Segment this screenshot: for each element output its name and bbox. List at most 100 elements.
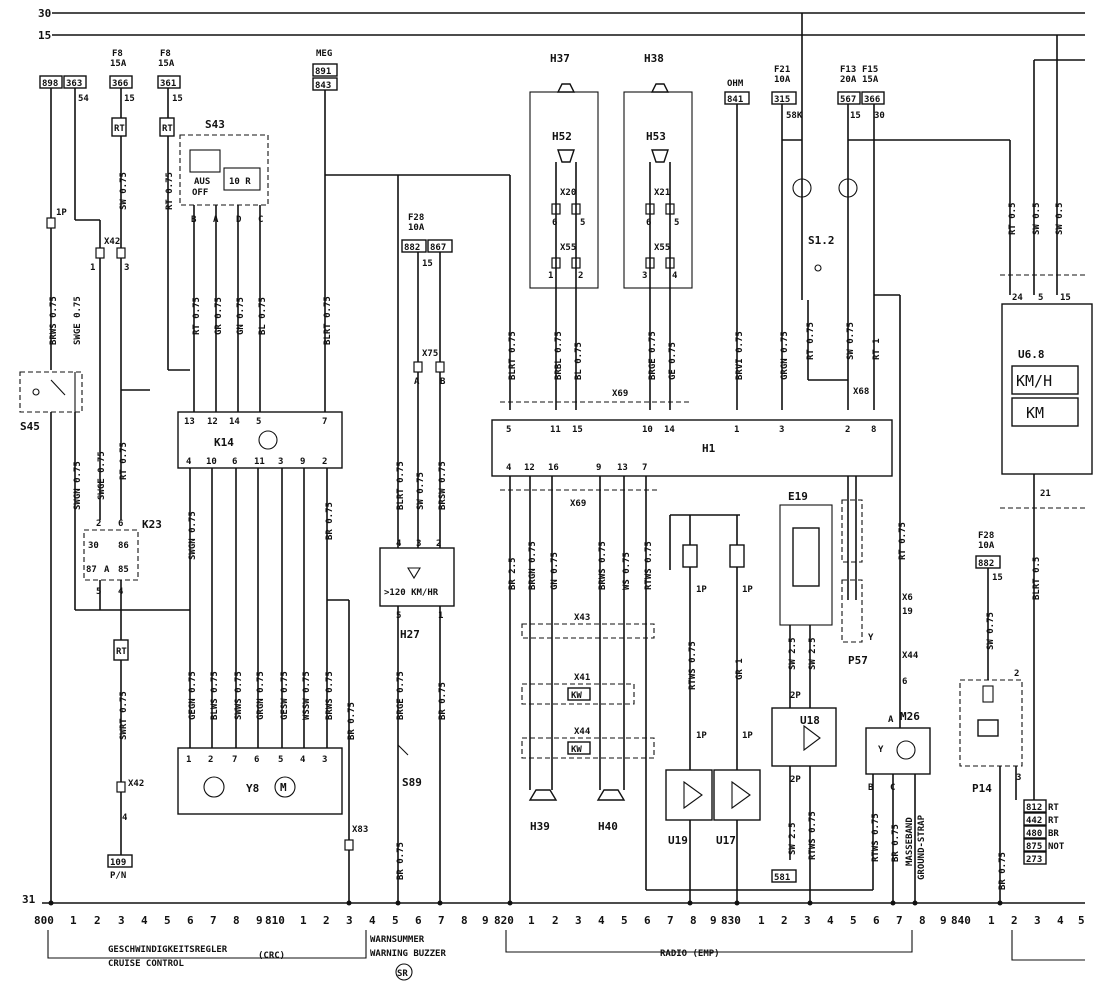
code-273: 273 bbox=[1026, 855, 1042, 865]
footer-803: 3 bbox=[118, 914, 125, 927]
footer-806: 6 bbox=[187, 914, 194, 927]
footer-839: 9 bbox=[940, 914, 947, 927]
sensor-p14-box bbox=[959, 679, 1023, 767]
kw-tag-u17 bbox=[729, 544, 745, 568]
label-h1-grgn: GRGN 0.75 bbox=[780, 331, 790, 380]
u18-amplifier-icon bbox=[803, 724, 821, 752]
code-ohm: OHM bbox=[727, 79, 744, 89]
k23-pin-5: 5 bbox=[96, 587, 101, 597]
u19-1p-bottom: 1P bbox=[696, 731, 707, 741]
conn-x44 bbox=[521, 737, 655, 759]
footer-807: 7 bbox=[210, 914, 217, 927]
fuse-f8b-name: F8 bbox=[160, 49, 171, 59]
x6-pin-19: 19 bbox=[902, 607, 913, 617]
component-s45: S45 bbox=[20, 420, 40, 433]
label-brws-radio: BRWS 0.75 bbox=[598, 541, 608, 590]
k23-pin-30: 30 bbox=[88, 541, 99, 551]
label-u18-rtws: RTWS 0.75 bbox=[808, 811, 818, 860]
label-h27-blrt: BLRT 0.75 bbox=[396, 461, 406, 510]
component-s89: S89 bbox=[402, 776, 422, 789]
s43-aus-switch bbox=[189, 149, 221, 173]
ground-dot-838 bbox=[912, 900, 918, 906]
ground-dot-820 bbox=[507, 900, 513, 906]
code-812-suffix: RT bbox=[1048, 803, 1059, 813]
conn-x69-top-label: X69 bbox=[612, 389, 628, 399]
component-u68: U6.8 bbox=[1018, 348, 1045, 361]
m26-motor-icon bbox=[896, 740, 916, 760]
component-k23: K23 bbox=[142, 518, 162, 531]
fuse-f28-code1: 882 bbox=[404, 243, 420, 253]
pin-54: 54 bbox=[78, 94, 89, 104]
label-y8-gesw: GESW 0.75 bbox=[280, 671, 290, 720]
code-box-442 bbox=[1023, 812, 1047, 826]
component-u19: U19 bbox=[668, 834, 688, 847]
footer-820: 820 bbox=[494, 914, 514, 927]
label-m26-br: BR 0.75 bbox=[891, 824, 901, 862]
code-875-suffix: NOT bbox=[1048, 842, 1065, 852]
k14-pin-13: 13 bbox=[184, 417, 195, 427]
y8-pin-3: 3 bbox=[322, 755, 327, 765]
conn-x69-bottom-label: X69 bbox=[570, 499, 586, 509]
y8-pin-2: 2 bbox=[208, 755, 213, 765]
label-y8-grgn: GRGN 0.75 bbox=[256, 671, 266, 720]
k23-pin-6: 6 bbox=[118, 519, 123, 529]
label-x83-br: BR 0.75 bbox=[347, 702, 357, 740]
code-box-581 bbox=[771, 869, 797, 883]
bracket-crc bbox=[47, 930, 367, 959]
conn-x42-lower bbox=[116, 781, 126, 793]
h1-pin-13: 13 bbox=[617, 463, 628, 473]
code-meg: MEG bbox=[316, 49, 332, 59]
label-k14-swgn: SWGN 0.75 bbox=[188, 511, 198, 560]
switch-s89-lever bbox=[397, 744, 409, 756]
label-sw25-a: SW 2.5 bbox=[788, 637, 798, 670]
k14-pin-14: 14 bbox=[229, 417, 240, 427]
code-442: 442 bbox=[1026, 816, 1042, 826]
label-h27-brsw: BRSW 0.75 bbox=[438, 461, 448, 510]
f13-pin-15: 15 bbox=[850, 111, 861, 121]
footer-826: 6 bbox=[644, 914, 651, 927]
h1-pin-8: 8 bbox=[871, 425, 876, 435]
motor-m26 bbox=[865, 727, 931, 775]
label-h1-brbl: BRBL 0.75 bbox=[554, 331, 564, 380]
ground-dot-830 bbox=[734, 900, 740, 906]
footer-837: 7 bbox=[896, 914, 903, 927]
h27-buzzer-icon bbox=[407, 567, 421, 580]
footer-835: 5 bbox=[850, 914, 857, 927]
footer-813: 3 bbox=[346, 914, 353, 927]
p57-upper-box bbox=[841, 499, 863, 563]
p14-pin-2: 2 bbox=[1014, 669, 1019, 679]
fuse-f13-name: F13 bbox=[840, 65, 856, 75]
label-m26-rtws: RTWS 0.75 bbox=[871, 813, 881, 862]
s12-contact bbox=[814, 264, 822, 272]
footer-836: 6 bbox=[873, 914, 880, 927]
component-m26: M26 bbox=[900, 710, 920, 723]
lamp-b-icon bbox=[838, 178, 858, 198]
component-h52: H52 bbox=[552, 130, 572, 143]
code-442-suffix: RT bbox=[1048, 816, 1059, 826]
fuse-f28b-name: F28 bbox=[978, 531, 994, 541]
k23-pin-85: 85 bbox=[118, 565, 129, 575]
relay-k23-box bbox=[83, 529, 139, 581]
component-u18: U18 bbox=[800, 714, 820, 727]
label-h1-sw: SW 0.75 bbox=[846, 322, 856, 360]
component-k14: K14 bbox=[214, 436, 234, 449]
code-841: 841 bbox=[727, 95, 743, 105]
u17-amplifier-icon bbox=[731, 780, 751, 810]
k14-pin-10: 10 bbox=[206, 457, 217, 467]
fuse-f15-code: 366 bbox=[864, 95, 880, 105]
x55-pin-3: 3 bbox=[642, 271, 647, 281]
k14-transistor-icon bbox=[258, 430, 278, 450]
y8-transistor-icon bbox=[203, 776, 225, 798]
u17-1p-top: 1P bbox=[742, 585, 753, 595]
label-y8-blws: BLWS 0.75 bbox=[210, 671, 220, 720]
switch-s45-contact bbox=[32, 388, 40, 396]
footer-sr-de: WARNSUMMER bbox=[370, 935, 425, 945]
label-blrt05: BLRT 0.5 bbox=[1032, 557, 1042, 600]
u18-2p-top: 2P bbox=[790, 691, 801, 701]
label-y8-swws: SWWS 0.75 bbox=[234, 671, 244, 720]
label-y8-gegn: GEGN 0.75 bbox=[188, 671, 198, 720]
label-swgn: SWGN 0.75 bbox=[73, 461, 83, 510]
h1-pin-10: 10 bbox=[642, 425, 653, 435]
u68-km: KM bbox=[1026, 404, 1044, 422]
h1-pin-1: 1 bbox=[734, 425, 739, 435]
